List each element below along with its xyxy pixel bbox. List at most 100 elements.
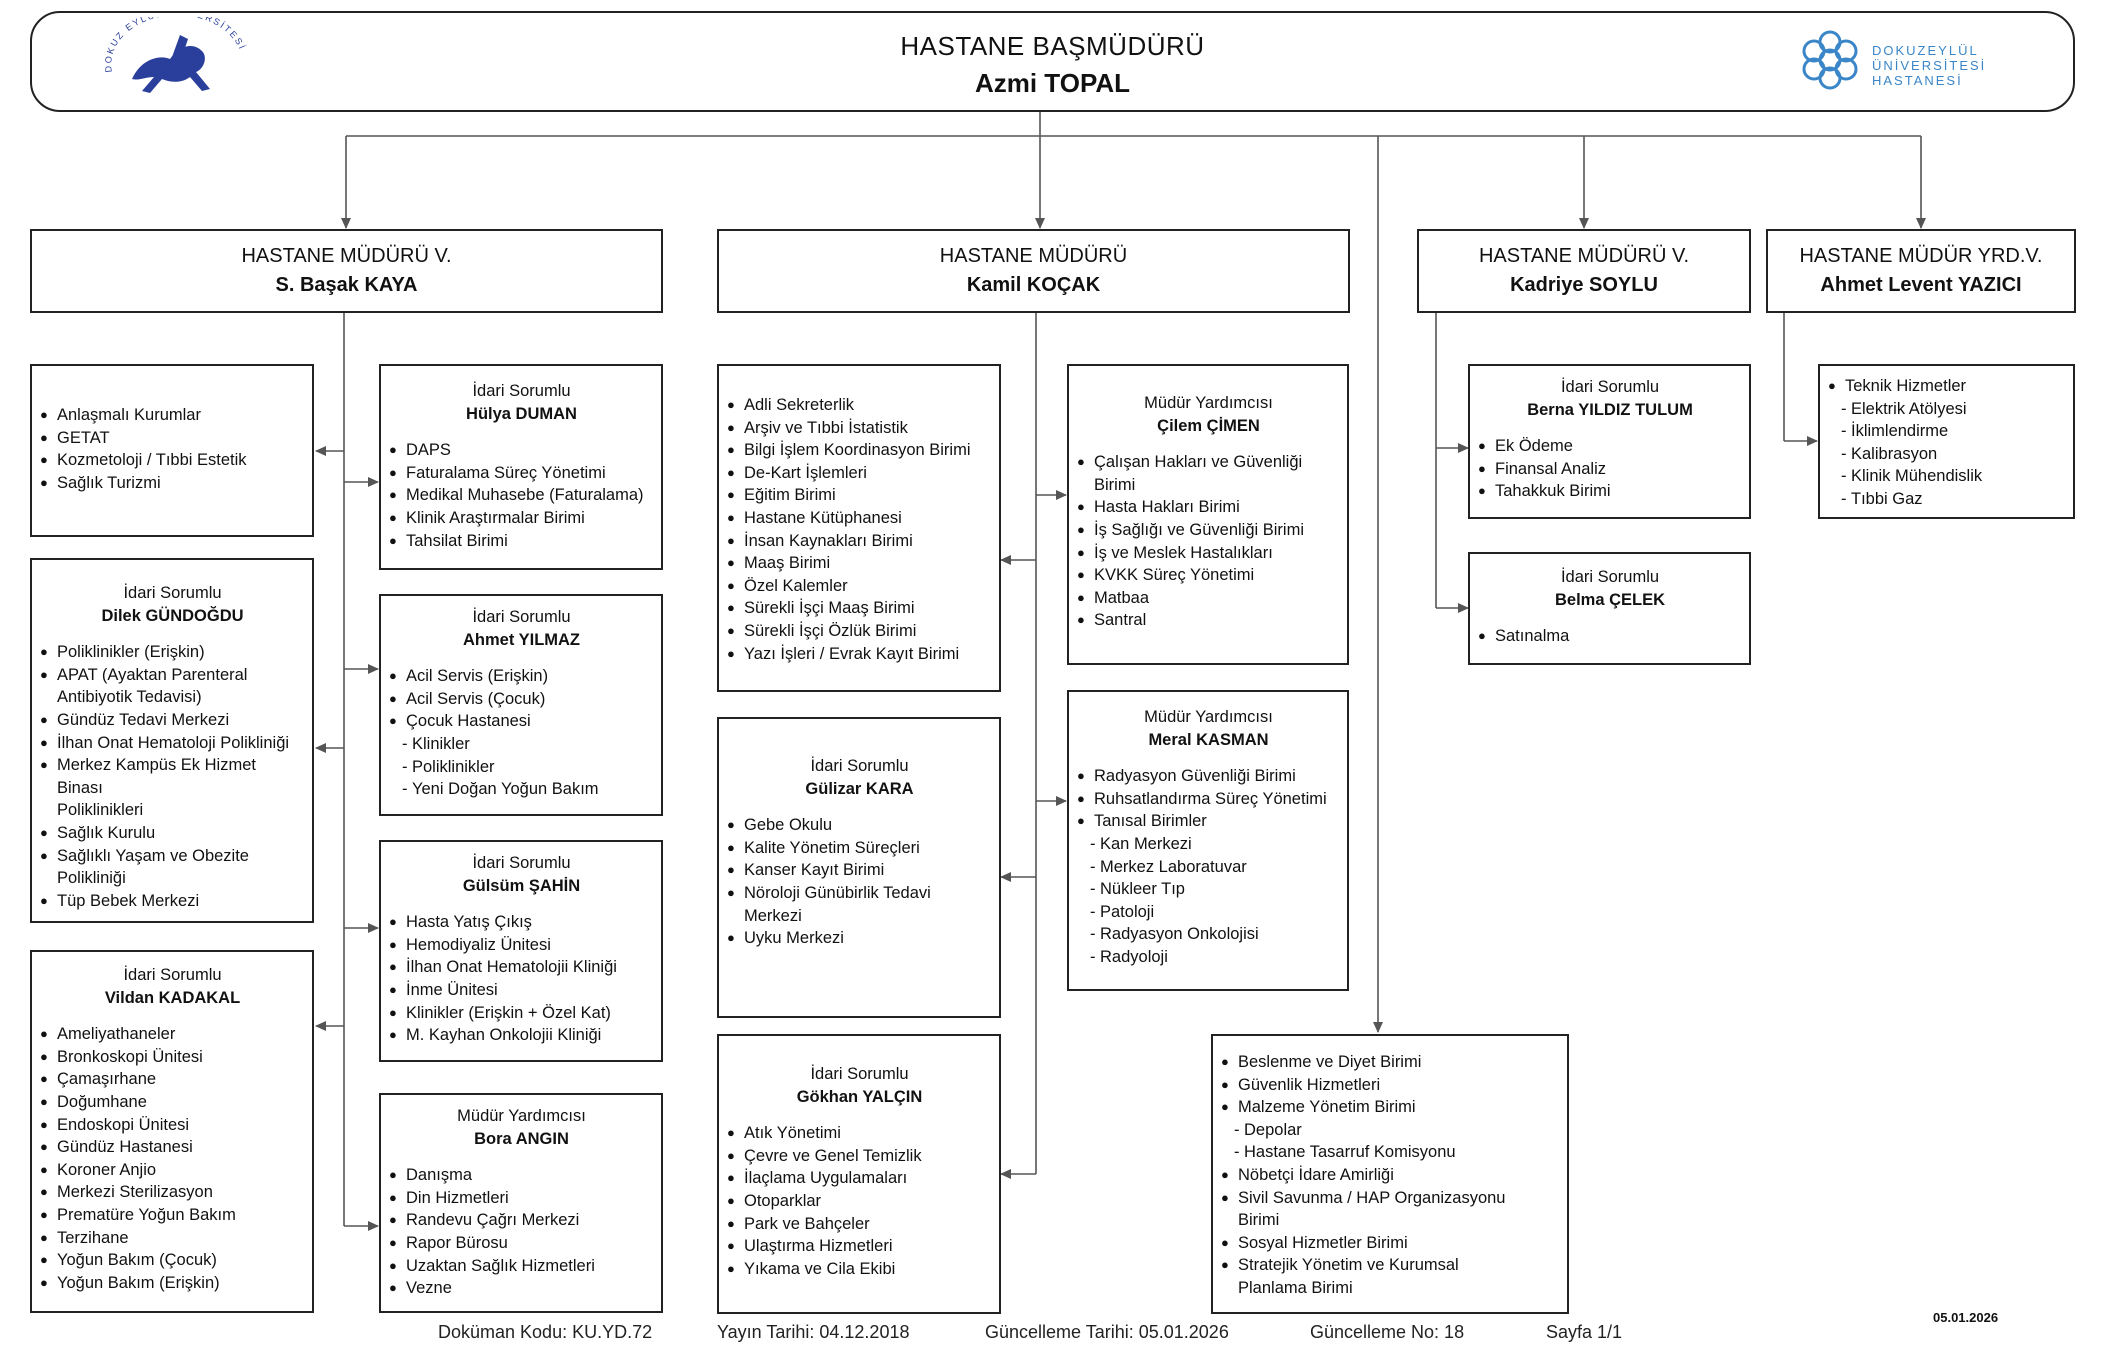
list-item: İlhan Onat Hematolojii Kliniği	[388, 956, 655, 979]
list-item: Finansal Analiz	[1477, 458, 1743, 481]
unit-role: İdari Sorumlu	[472, 382, 571, 400]
unit-box-kaya-direct: Anlaşmalı Kurumlar GETAT Kozmetoloji / T…	[30, 364, 314, 537]
list-item: Kalite Yönetim Süreçleri	[726, 837, 993, 860]
unit-box-yilmaz: İdari Sorumlu Ahmet YILMAZ Acil Servis (…	[379, 594, 663, 816]
list-item: Çamaşırhane	[39, 1068, 306, 1091]
unit-box-gundogdu: İdari Sorumlu Dilek GÜNDOĞDU Poliklinikl…	[30, 558, 314, 923]
list-item: Özel Kalemler	[726, 575, 993, 598]
list-item: Anlaşmalı Kurumlar	[39, 404, 306, 427]
list-item: Rapor Bürosu	[388, 1232, 655, 1255]
list-item: Stratejik Yönetim ve Kurumsal	[1220, 1254, 1561, 1277]
list-item: Kozmetoloji / Tıbbi Estetik	[39, 449, 306, 472]
unit-box-cimen: Müdür Yardımcısı Çilem ÇİMEN Çalışan Hak…	[1067, 364, 1349, 665]
list-item: Uzaktan Sağlık Hizmetleri	[388, 1255, 655, 1278]
manager-box-kocak: HASTANE MÜDÜRÜ Kamil KOÇAK	[717, 229, 1350, 313]
list-item: İnme Ünitesi	[388, 979, 655, 1002]
unit-manager-name: Ahmet YILMAZ	[462, 630, 581, 649]
list-item: M. Kayhan Onkolojii Kliniği	[388, 1024, 655, 1047]
list-item: Klinik Araştırmalar Birimi	[388, 507, 655, 530]
unit-manager-name: Gülizar KARA	[805, 779, 914, 798]
list-item: Kalibrasyon	[1827, 443, 2067, 466]
list-item: Adli Sekreterlik	[726, 394, 993, 417]
list-item: Ek Ödeme	[1477, 435, 1743, 458]
list-item: Poliklinikler	[388, 756, 655, 779]
list-item: İnsan Kaynakları Birimi	[726, 530, 993, 553]
list-item: Beslenme ve Diyet Birimi	[1220, 1051, 1561, 1074]
unit-role: Müdür Yardımcısı	[1144, 394, 1273, 412]
list-item: Malzeme Yönetim Birimi	[1220, 1096, 1561, 1119]
list-item: Tanısal Birimler	[1076, 810, 1341, 833]
list-item: Ulaştırma Hizmetleri	[726, 1235, 993, 1258]
list-item: Planlama Birimi	[1238, 1278, 1353, 1297]
unit-manager-name: Berna YILDIZ TULUM	[1527, 400, 1693, 419]
unit-box-sahin: İdari Sorumlu Gülsüm ŞAHİN Hasta Yatış Ç…	[379, 840, 663, 1062]
flower-emblem-icon	[1802, 30, 1858, 90]
list-item: Sürekli İşçi Maaş Birimi	[726, 597, 993, 620]
list-item: Teknik Hizmetler	[1827, 375, 2067, 398]
list-item: DAPS	[388, 439, 655, 462]
list-item: Radyoloji	[1076, 946, 1341, 969]
list-item: Hemodiyaliz Ünitesi	[388, 934, 655, 957]
list-item: Doğumhane	[39, 1091, 306, 1114]
list-item: Hastane Tasarruf Komisyonu	[1220, 1141, 1561, 1164]
list-item: Çevre ve Genel Temizlik	[726, 1145, 993, 1168]
list-item: Matbaa	[1076, 587, 1341, 610]
list-item: KVKK Süreç Yönetimi	[1076, 564, 1341, 587]
unit-manager-name: Çilem ÇİMEN	[1157, 416, 1260, 435]
unit-role: İdari Sorumlu	[1560, 378, 1660, 396]
list-item: Patoloji	[1076, 901, 1341, 924]
list-item: Nöroloji Günübirlik Tedavi	[726, 882, 993, 905]
list-item: Birimi	[1094, 475, 1136, 494]
list-item: Otoparklar	[726, 1190, 993, 1213]
list-item: Endoskopi Ünitesi	[39, 1114, 306, 1137]
list-item: Klinik Mühendislik	[1827, 465, 2067, 488]
list-item: Eğitim Birimi	[726, 484, 993, 507]
unit-role: İdari Sorumlu	[810, 757, 909, 775]
chief-director-title: HASTANE BAŞMÜDÜRÜ	[900, 31, 1205, 61]
footer-update-no: Güncelleme No: 18	[1310, 1322, 1465, 1342]
list-item: Koroner Anjio	[39, 1159, 306, 1182]
list-item: Danışma	[388, 1164, 655, 1187]
list-item: Tüp Bebek Merkezi	[39, 890, 306, 913]
list-item: De-Kart İşlemleri	[726, 462, 993, 485]
list-item: Elektrik Atölyesi	[1827, 398, 2067, 421]
unit-role: Müdür Yardımcısı	[457, 1107, 586, 1125]
list-item: Yıkama ve Cila Ekibi	[726, 1258, 993, 1281]
list-item: Terzihane	[39, 1227, 306, 1250]
list-item: Sürekli İşçi Özlük Birimi	[726, 620, 993, 643]
unit-box-kadakal: İdari Sorumlu Vildan KADAKAL Ameliyathan…	[30, 950, 314, 1313]
unit-box-kara: İdari Sorumlu Gülizar KARA Gebe Okulu Ka…	[717, 717, 1001, 1018]
unit-role: İdari Sorumlu	[472, 608, 571, 626]
list-item: Faturalama Süreç Yönetimi	[388, 462, 655, 485]
list-item: Sağlıklı Yaşam ve Obezite	[39, 845, 306, 868]
unit-manager-name: Gülsüm ŞAHİN	[462, 876, 581, 895]
list-item: Yoğun Bakım (Çocuk)	[39, 1249, 306, 1272]
list-item: Acil Servis (Çocuk)	[388, 688, 655, 711]
unit-role: İdari Sorumlu	[810, 1065, 909, 1083]
list-item: Güvenlik Hizmetleri	[1220, 1074, 1561, 1097]
unit-manager-name: Bora ANGIN	[474, 1129, 569, 1148]
list-item: Polikliniği	[57, 869, 126, 888]
unit-manager-name: Gökhan YALÇIN	[796, 1087, 923, 1106]
list-item: Merkez Kampüs Ek Hizmet Binası	[39, 754, 306, 799]
list-item: Radyasyon Güvenliği Birimi	[1076, 765, 1341, 788]
list-item: Bilgi İşlem Koordinasyon Birimi	[726, 439, 993, 462]
list-item: Vezne	[388, 1277, 655, 1300]
unit-manager-name: Meral KASMAN	[1148, 730, 1269, 749]
list-item: Merkezi	[744, 906, 802, 925]
list-item: Çocuk Hastanesi	[388, 710, 655, 733]
list-item: Merkezi Sterilizasyon	[39, 1181, 306, 1204]
unit-role: Müdür Yardımcısı	[1144, 708, 1273, 726]
unit-box-yalcin: İdari Sorumlu Gökhan YALÇIN Atık Yönetim…	[717, 1034, 1001, 1314]
list-item: GETAT	[39, 427, 306, 450]
list-item: Tıbbi Gaz	[1827, 488, 2067, 511]
unit-box-yazici-direct: Teknik Hizmetler Elektrik Atölyesi İklim…	[1818, 364, 2075, 519]
list-item: Yoğun Bakım (Erişkin)	[39, 1272, 306, 1295]
list-item: Din Hizmetleri	[388, 1187, 655, 1210]
list-item: Santral	[1076, 609, 1341, 632]
manager-box-soylu: HASTANE MÜDÜRÜ V. Kadriye SOYLU	[1417, 229, 1751, 313]
list-item: İklimlendirme	[1827, 420, 2067, 443]
unit-box-kocak-direct: Adli Sekreterlik Arşiv ve Tıbbi İstatist…	[717, 364, 1001, 692]
list-item: Yazı İşleri / Evrak Kayıt Birimi	[726, 643, 993, 666]
list-item: Tahsilat Birimi	[388, 530, 655, 553]
